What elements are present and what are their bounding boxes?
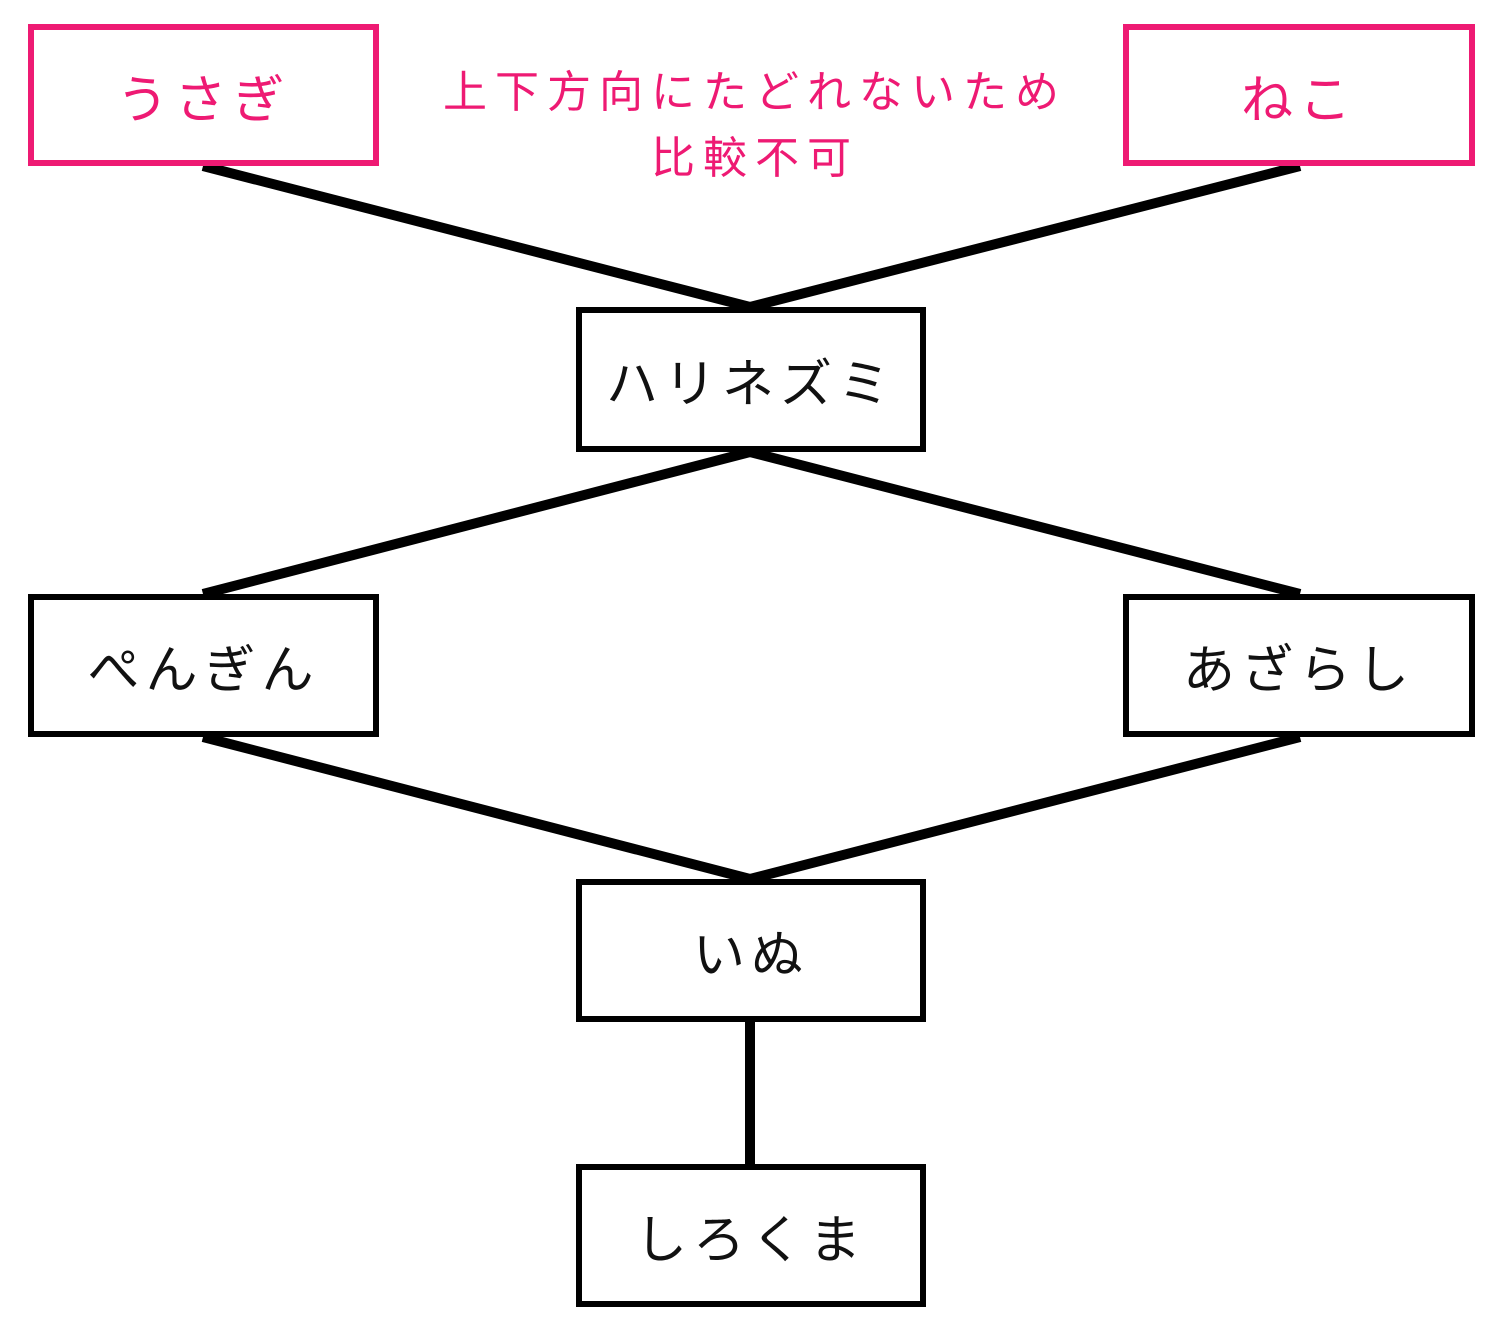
- node-neko-label: ねこ: [1240, 70, 1357, 131]
- node-pengin: ぺんぎん: [28, 594, 379, 737]
- node-usagi-label: うさぎ: [116, 70, 291, 131]
- node-azarashi-label: あざらし: [1182, 641, 1415, 701]
- node-usagi: うさぎ: [28, 24, 379, 166]
- edge-neko-harinezumi: [748, 161, 1302, 312]
- edge-usagi-harinezumi: [201, 161, 752, 312]
- edge-azarashi-inu: [748, 732, 1302, 884]
- node-inu-label: いぬ: [692, 926, 809, 986]
- node-pengin-label: ぺんぎん: [87, 641, 320, 701]
- node-azarashi: あざらし: [1123, 594, 1475, 737]
- node-neko: ねこ: [1123, 24, 1475, 166]
- edge-harinezumi-azarashi: [748, 447, 1302, 599]
- node-harinezumi-label: ハリネズミ: [605, 355, 896, 415]
- node-inu: いぬ: [576, 879, 926, 1022]
- edge-pengin-inu: [201, 732, 752, 884]
- node-harinezumi: ハリネズミ: [576, 307, 926, 452]
- incomparable-note-line-2: 比較不可: [651, 133, 859, 184]
- node-shirokuma-label: しろくま: [634, 1211, 867, 1271]
- incomparable-note: 上下方向にたどれないため 比較不可: [410, 60, 1100, 192]
- edge-harinezumi-pengin: [201, 447, 752, 599]
- node-shirokuma: しろくま: [576, 1164, 926, 1307]
- incomparable-note-line-1: 上下方向にたどれないため: [443, 67, 1067, 118]
